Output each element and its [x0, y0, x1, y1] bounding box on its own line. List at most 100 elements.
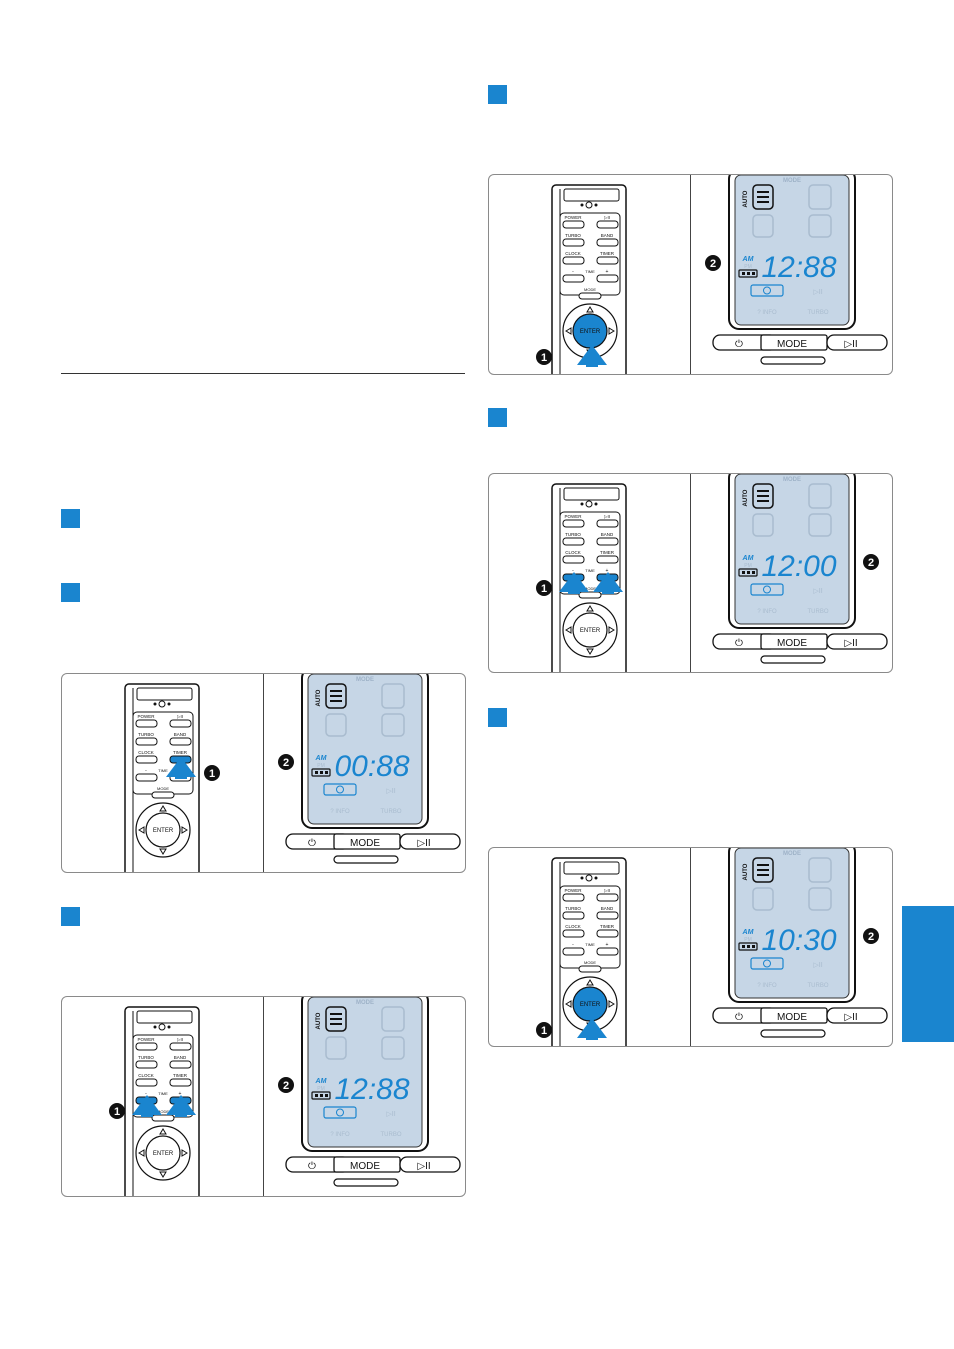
- play-button: [596, 519, 619, 528]
- svg-text:TURBO: TURBO: [565, 906, 581, 911]
- band-button: [169, 737, 192, 746]
- svg-text:▷II: ▷II: [177, 1037, 183, 1042]
- device-handle: [760, 356, 826, 365]
- lcd-play-icon: ▷II: [813, 588, 822, 595]
- time-display: 12:88: [334, 1073, 409, 1106]
- svg-text:+: +: [606, 568, 609, 574]
- nav-up-icon: [586, 605, 594, 612]
- nav-right-icon: [181, 826, 188, 834]
- play-button: [169, 1042, 192, 1051]
- battery-icon: [311, 1091, 331, 1100]
- auto-label: AUTO: [743, 489, 749, 506]
- callout-marker: [705, 255, 721, 271]
- time-plus-button: [596, 274, 619, 283]
- svg-text:POWER: POWER: [137, 1037, 155, 1042]
- callout-number: 1: [541, 352, 547, 364]
- svg-text:MODE: MODE: [157, 786, 169, 791]
- play-button: [169, 719, 192, 728]
- timer-icon: [323, 1106, 357, 1119]
- auto-mode-icon: [752, 483, 774, 509]
- svg-text:CLOCK: CLOCK: [565, 550, 581, 555]
- svg-text:BAND: BAND: [601, 233, 614, 238]
- svg-text:POWER: POWER: [564, 215, 582, 220]
- svg-text:BAND: BAND: [601, 532, 614, 537]
- nav-left-icon: [565, 626, 572, 634]
- corner-mode-icon: [752, 887, 774, 911]
- am-indicator: AM: [315, 1078, 327, 1085]
- svg-text:CLOCK: CLOCK: [565, 251, 581, 256]
- svg-text:TIMER: TIMER: [600, 550, 615, 555]
- play-pause-icon: ▷II: [844, 339, 857, 350]
- step-marker: [488, 85, 507, 104]
- turbo-button: [562, 238, 585, 247]
- auto-label: AUTO: [743, 190, 749, 207]
- device-play-button: [399, 1156, 461, 1173]
- turbo-button: [562, 537, 585, 546]
- led-icon: [585, 500, 593, 508]
- device-mode-label: MODE: [777, 1012, 807, 1023]
- illustration-panel-timer: POWER▷IITURBOBANDCLOCKTIMER-TIME+MODEENT…: [61, 673, 466, 873]
- svg-text:TURBO: TURBO: [565, 532, 581, 537]
- lcd-screen: [307, 997, 423, 1148]
- step-marker: [61, 509, 80, 528]
- nav-left-icon: [138, 1149, 145, 1157]
- panel-divider: [690, 474, 691, 672]
- turbo-button: [135, 1060, 158, 1069]
- device-mode-label: MODE: [777, 339, 807, 350]
- callout-marker: [204, 765, 220, 781]
- lcd-play-icon: ▷II: [813, 289, 822, 296]
- svg-text:TIME: TIME: [585, 269, 595, 274]
- svg-text:TIME: TIME: [158, 768, 168, 773]
- svg-text:▷II: ▷II: [604, 215, 610, 220]
- nav-left-icon: [565, 1000, 572, 1008]
- callout-marker: [109, 1103, 125, 1119]
- callout-marker: [278, 754, 294, 770]
- device-mode-label: MODE: [777, 638, 807, 649]
- am-indicator: AM: [742, 256, 754, 263]
- time-plus-button: [596, 947, 619, 956]
- panel-divider: [263, 997, 264, 1196]
- svg-text:BAND: BAND: [174, 732, 187, 737]
- callout-number: 1: [114, 1106, 120, 1118]
- power-icon: ⏻: [735, 1012, 743, 1023]
- device-mode-label: MODE: [350, 1161, 380, 1172]
- enter-button: [145, 1135, 181, 1171]
- lcd-mode-label: MODE: [783, 477, 801, 483]
- enter-label: ENTER: [580, 1002, 601, 1008]
- enter-label: ENTER: [580, 329, 601, 335]
- svg-text:▷II: ▷II: [604, 888, 610, 893]
- clock-button: [562, 256, 585, 265]
- press-arrow: [166, 757, 196, 779]
- remote-top: [563, 487, 620, 501]
- am-indicator: AM: [315, 755, 327, 762]
- clock-button: [135, 755, 158, 764]
- time-minus-button: [562, 947, 585, 956]
- info-label: ? INFO: [330, 809, 350, 815]
- nav-up-icon: [586, 979, 594, 986]
- step-marker: [61, 583, 80, 602]
- clock-button: [562, 555, 585, 564]
- enter-label: ENTER: [153, 828, 174, 834]
- enter-button: [145, 812, 181, 848]
- timer-icon: [750, 284, 784, 297]
- turbo-label: TURBO: [808, 609, 829, 615]
- timer-button: [596, 256, 619, 265]
- edge-mode-icon: [808, 214, 832, 238]
- clock-button: [135, 1078, 158, 1087]
- turbo-label: TURBO: [381, 1132, 402, 1138]
- panel-divider: [263, 674, 264, 872]
- nav-right-icon: [608, 327, 615, 335]
- power-icon: ⏻: [735, 638, 743, 649]
- remote-top: [136, 687, 193, 701]
- nav-up-icon: [159, 805, 167, 812]
